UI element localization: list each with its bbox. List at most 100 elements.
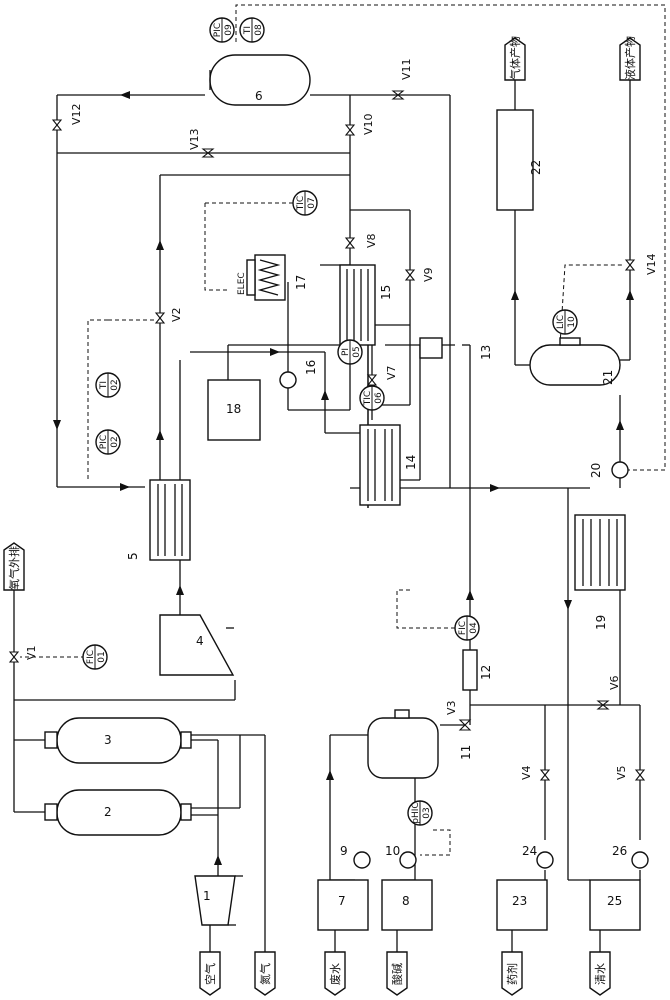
separator-21: 21 [530,338,620,385]
svg-text:V2: V2 [170,307,183,322]
svg-text:V8: V8 [365,233,378,248]
equipment-label: 24 [522,844,537,858]
stream-reagent: 药剂 [502,952,522,995]
reactor-11: 11 [368,710,473,778]
equipment-label: 3 [104,733,112,747]
instrument-tic07: TIC07 [293,191,317,215]
tank-6: 6 [210,55,310,105]
stream-air: 空气 [200,952,220,995]
tank-7: 7 [318,880,368,930]
stream-labels: 空气 氮气 氧气外排 废水 酸碱 药剂 清水 气体产物 液体产物 [4,36,640,995]
instrument-number: 02 [110,436,120,447]
stream-clean-water: 清水 [590,952,610,995]
svg-text:V14: V14 [645,253,658,275]
instrument-tag: FIC [86,650,96,664]
heat-exchanger-14: 14 [360,425,418,505]
compressor-1: 1 [195,876,243,925]
svg-text:V4: V4 [520,765,533,780]
valve-v8: V8 [346,233,378,248]
instrument-pic09: PIC09 [210,18,234,42]
tank-8: 8 [382,880,432,930]
instrument-lic10: LIC10 [553,310,577,334]
equipment-label: 18 [226,402,241,416]
svg-text:空气: 空气 [203,963,217,985]
instrument-number: 05 [352,346,362,357]
svg-text:V12: V12 [70,103,83,125]
instrument-ti02: TI02 [96,373,120,397]
stream-acid-base: 酸碱 [387,952,407,995]
equipment-label: 26 [612,844,627,858]
valve-v6: V6 [598,675,621,709]
svg-text:V9: V9 [422,267,435,282]
instrument-tag: pHIC [411,802,421,823]
svg-text:V13: V13 [188,128,201,150]
svg-text:气体产物: 气体产物 [508,36,522,80]
tank-25: 25 [590,880,640,930]
stream-liquid-product: 液体产物 [620,36,640,80]
instrument-number: 09 [224,24,234,36]
svg-text:酸碱: 酸碱 [390,963,404,985]
instrument-pi05: PI05 [338,340,362,364]
instrument-tag: TIC [363,391,373,406]
svg-text:V5: V5 [615,765,628,780]
filter-12: 12 [463,650,493,690]
svg-text:V11: V11 [400,58,413,80]
pump-10: 10 [385,844,416,868]
control-element-13: 13 [420,338,493,360]
equipment-label: 13 [479,345,493,360]
stream-gas-product: 气体产物 [505,36,525,80]
equipment-label: 6 [255,89,263,103]
adsorber-3: 3 [45,718,191,763]
instrument-number: 06 [374,392,384,404]
instrument-number: 03 [422,807,432,818]
instrument-pic02: PIC02 [96,430,120,454]
heat-exchanger-5: 5 [126,480,190,560]
equipment-label: 9 [340,844,348,858]
pump-24: 24 [522,844,553,868]
equipment-label: 10 [385,844,400,858]
tank-23: 23 [497,880,547,930]
stream-wastewater: 废水 [325,952,345,995]
instrument-tag: TI [99,381,109,390]
equipment-label: 23 [512,894,527,908]
pressure-control-valve-20: 20 [589,462,628,478]
equipment-label: 8 [402,894,410,908]
instrument-number: 01 [97,651,107,662]
compressor-4: 4 [160,615,234,675]
equipment-label: 14 [404,455,418,470]
instrument-number: 07 [307,197,317,208]
equipment-label: 20 [589,463,603,478]
instrument-fic04: FIC04 [455,616,479,640]
equipment-label: 15 [379,285,393,300]
equipment-label: 12 [479,665,493,680]
instrument-tag: PIC [213,23,223,37]
equipment-label: 21 [601,370,615,385]
instrument-tic06: TIC06 [360,386,384,410]
adsorber-2: 2 [45,790,191,835]
instrument-number: 10 [567,316,577,328]
vessel-22: 22 [497,110,543,210]
svg-text:V6: V6 [608,675,621,690]
instrument-tag: PIC [99,435,109,449]
svg-text:药剂: 药剂 [505,963,519,985]
equipment-label: 5 [126,552,140,560]
svg-text:液体产物: 液体产物 [623,36,637,80]
valve-v9: V9 [406,267,435,282]
equipment-label: 16 [304,360,318,375]
instrument-ti08: TI08 [240,18,264,42]
instrument-tag: TIC [296,196,306,211]
instrument-tag: TI [243,26,253,35]
equipment-label: 11 [459,745,473,760]
instrument-tag: FIC [458,621,468,635]
instrument-fic01: FIC01 [83,645,107,669]
svg-text:氧气外排: 氧气外排 [7,546,21,590]
equipment-label: 1 [203,889,211,903]
elec-label: ELEC [237,272,247,295]
equipment-label: 25 [607,894,622,908]
svg-text:V1: V1 [25,645,38,660]
instrument-number: 02 [110,379,120,390]
svg-text:氮气: 氮气 [258,963,272,985]
stream-oxygen-export: 氧气外排 [4,543,24,590]
equipment-label: 7 [338,894,346,908]
heat-exchanger-15: 15 [340,265,393,345]
